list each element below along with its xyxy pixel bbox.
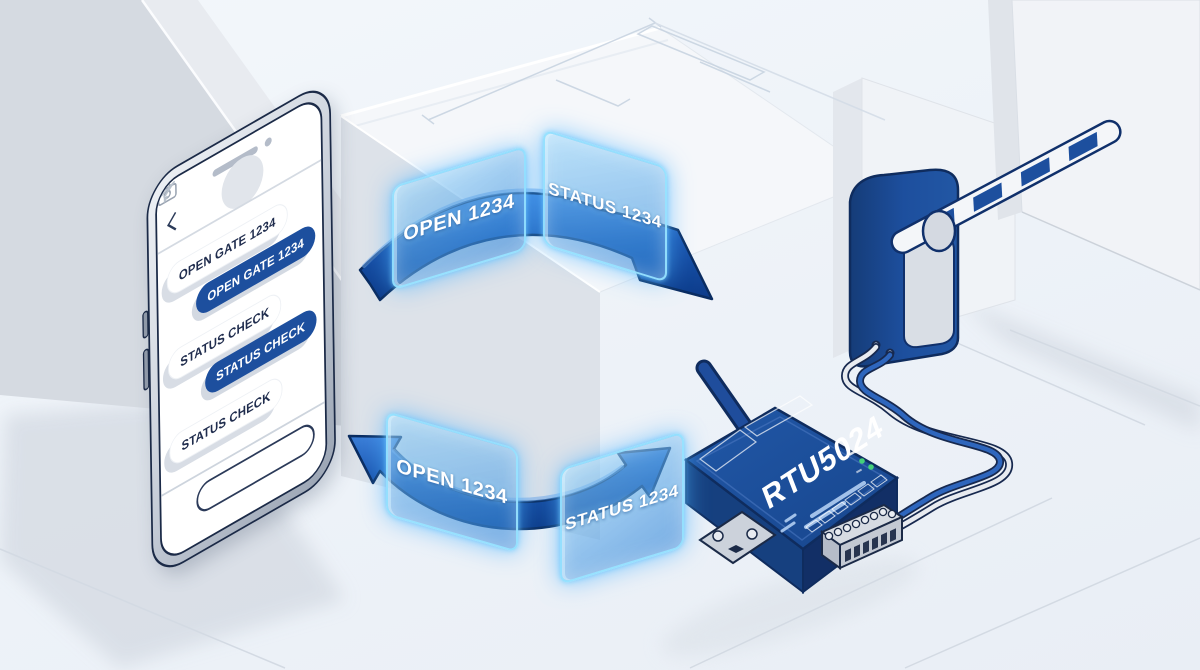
blue-wire: [857, 352, 1003, 526]
control-wires: [840, 343, 1013, 538]
sms-command-label: STATUS 1234: [548, 178, 662, 233]
volume-button: [143, 311, 148, 338]
terminal-label-row: [805, 474, 888, 533]
phone-screen: OPEN GATE 1234 OPEN GATE 1234 STATUS CHE…: [154, 92, 328, 566]
back-chevron-icon: [167, 212, 184, 231]
mount-bracket: [698, 510, 777, 565]
floor-lines: [0, 329, 1200, 669]
led-indicators: [848, 450, 874, 474]
power-button: [144, 349, 149, 390]
device-top-face: [683, 406, 900, 551]
device-floor-shadow: [661, 557, 919, 657]
gate-barrier: [848, 119, 1122, 368]
sms-command-label: STATUS 1234: [565, 480, 679, 535]
pivot-cylinder: [921, 209, 957, 253]
terminal-block: [819, 503, 905, 570]
post-front-panel: [903, 236, 955, 349]
contact-avatar: [221, 146, 264, 218]
sms-command-label: OPEN 1234: [403, 189, 515, 246]
gsm-device: RTU5024: [683, 359, 905, 595]
phone-frame: OPEN GATE 1234 OPEN GATE 1234 STATUS CHE…: [143, 77, 337, 581]
device-label-boxes: [698, 395, 814, 472]
sms-command-label: OPEN 1234: [396, 454, 508, 509]
gate-floor-shadow: [960, 300, 1200, 432]
send-paper-plane-icon: [158, 180, 175, 203]
front-camera-dot: [264, 136, 272, 148]
smartphone: OPEN GATE 1234 OPEN GATE 1234 STATUS CHE…: [143, 77, 337, 581]
blueprint-plan-lines: [421, 17, 886, 125]
